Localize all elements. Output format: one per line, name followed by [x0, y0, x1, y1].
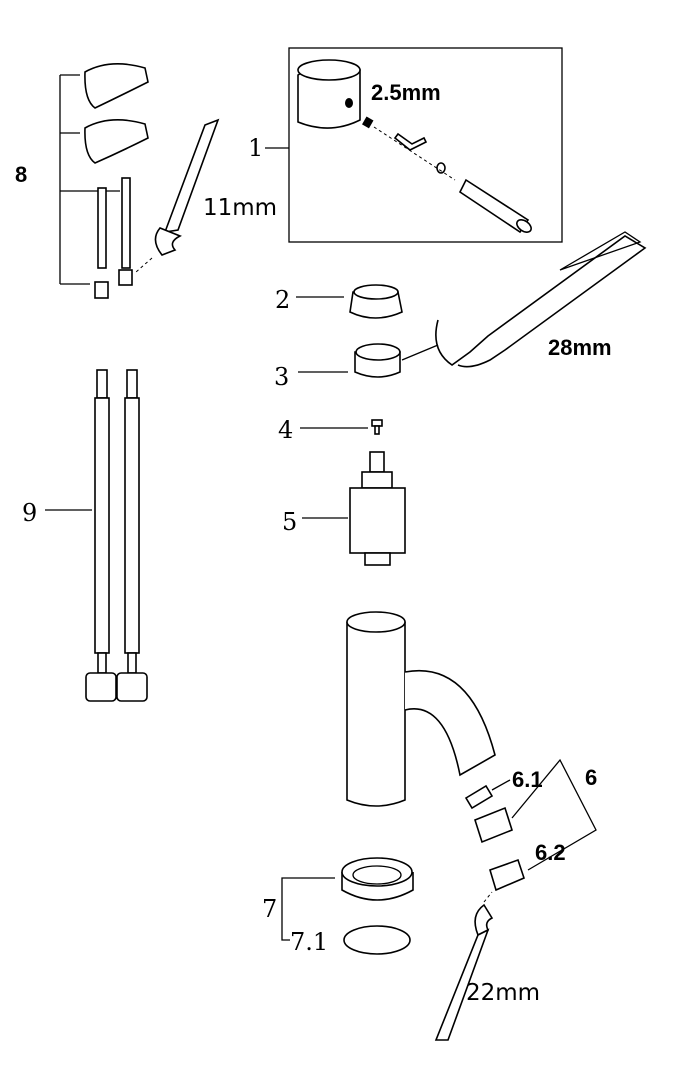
bracket-7: [281, 877, 335, 941]
part-6-aerator: 6.1 6 6.2 22mm: [434, 758, 597, 1041]
faucet-top-opening: [346, 611, 406, 633]
hex-key: [393, 132, 428, 151]
wrench-leader: [401, 344, 439, 361]
part-8-mounting-hardware: 8 11mm: [15, 63, 277, 299]
nut-2: [118, 269, 133, 286]
screw-shank: [374, 425, 380, 435]
bracket-8: [59, 74, 120, 285]
aerator-wrench-size-label: 22mm: [466, 980, 540, 1006]
part-2-cover-cap: 2: [275, 284, 403, 319]
part-7-base-ring: 7 7.1: [262, 857, 414, 956]
faucet-column: [346, 622, 406, 807]
handle-kit-box: [288, 47, 563, 243]
small-wrench-size-label: 11mm: [203, 195, 277, 221]
cartridge-collar: [361, 471, 393, 489]
hose-2-ferrule: [127, 652, 137, 674]
part-1-handle-kit: 2.5mm 1: [248, 47, 563, 243]
cover-cap-top: [353, 284, 399, 300]
set-screw: [362, 116, 374, 129]
knob-set-screw-hole: [345, 98, 353, 108]
part-5-cartridge: 5: [282, 451, 406, 566]
part-label-3: 3: [274, 363, 289, 391]
part-label-6-2: 6.2: [535, 840, 566, 865]
lever-rod: [458, 178, 530, 234]
faucet-spout: [404, 669, 496, 777]
bonnet-nut-top: [355, 343, 401, 361]
large-wrench-size-label: 28mm: [548, 335, 612, 360]
large-wrench: [435, 235, 647, 368]
bracket-6: [491, 758, 597, 871]
part-label-7-1: 7.1: [290, 928, 328, 956]
part-label-2: 2: [275, 286, 290, 314]
cartridge-base: [364, 552, 391, 566]
assembly-line: [135, 257, 153, 273]
large-wrench-slot: [559, 231, 642, 271]
part-label-8: 8: [15, 162, 27, 187]
lever-rod-end: [516, 219, 532, 233]
part-label-4: 4: [278, 416, 293, 444]
part-label-1: 1: [248, 134, 263, 162]
part-label-6-1: 6.1: [512, 767, 543, 792]
washer: [436, 162, 446, 174]
aerator-wrench-jaw: [474, 903, 494, 937]
threaded-stud-2: [121, 177, 131, 269]
threaded-stud-1: [97, 187, 107, 269]
base-ring: [341, 857, 413, 887]
hose-1: [94, 397, 110, 654]
hose-2: [124, 397, 140, 654]
part-9-hoses: 9: [22, 369, 148, 702]
part-3-nut: 3 28mm: [274, 231, 647, 391]
o-ring: [343, 925, 411, 955]
cartridge-stem: [369, 451, 385, 473]
screw-head: [371, 419, 383, 427]
hose-1-fitting: [96, 369, 108, 399]
base-ring-inner: [352, 865, 402, 885]
knob-top: [297, 59, 361, 81]
hose-1-ferrule: [97, 652, 107, 674]
hose-2-nut: [116, 672, 148, 702]
small-wrench-handle: [163, 118, 220, 233]
horseshoe-plate-2: [84, 119, 149, 164]
aerator-wrench-handle: [434, 928, 490, 1041]
faucet-body: [346, 611, 496, 807]
hex-key-size-label: 2.5mm: [371, 80, 441, 105]
part-label-6: 6: [585, 765, 597, 790]
aerator-housing: [474, 806, 513, 844]
aerator-key: [489, 858, 525, 892]
assembly-line: [373, 126, 456, 181]
cartridge-body: [349, 487, 406, 554]
small-wrench-jaw: [154, 227, 182, 256]
part-label-5: 5: [282, 508, 297, 536]
nut-1: [94, 281, 109, 299]
part-label-7: 7: [262, 895, 277, 923]
cover-cap: [349, 291, 403, 319]
hose-2-fitting: [126, 369, 138, 399]
horseshoe-plate-1: [84, 63, 149, 109]
assembly-line: [483, 891, 493, 903]
aerator-insert: [464, 784, 494, 810]
part-4-screw: 4: [278, 416, 383, 444]
part-label-9: 9: [22, 499, 37, 527]
hose-1-nut: [85, 672, 117, 702]
